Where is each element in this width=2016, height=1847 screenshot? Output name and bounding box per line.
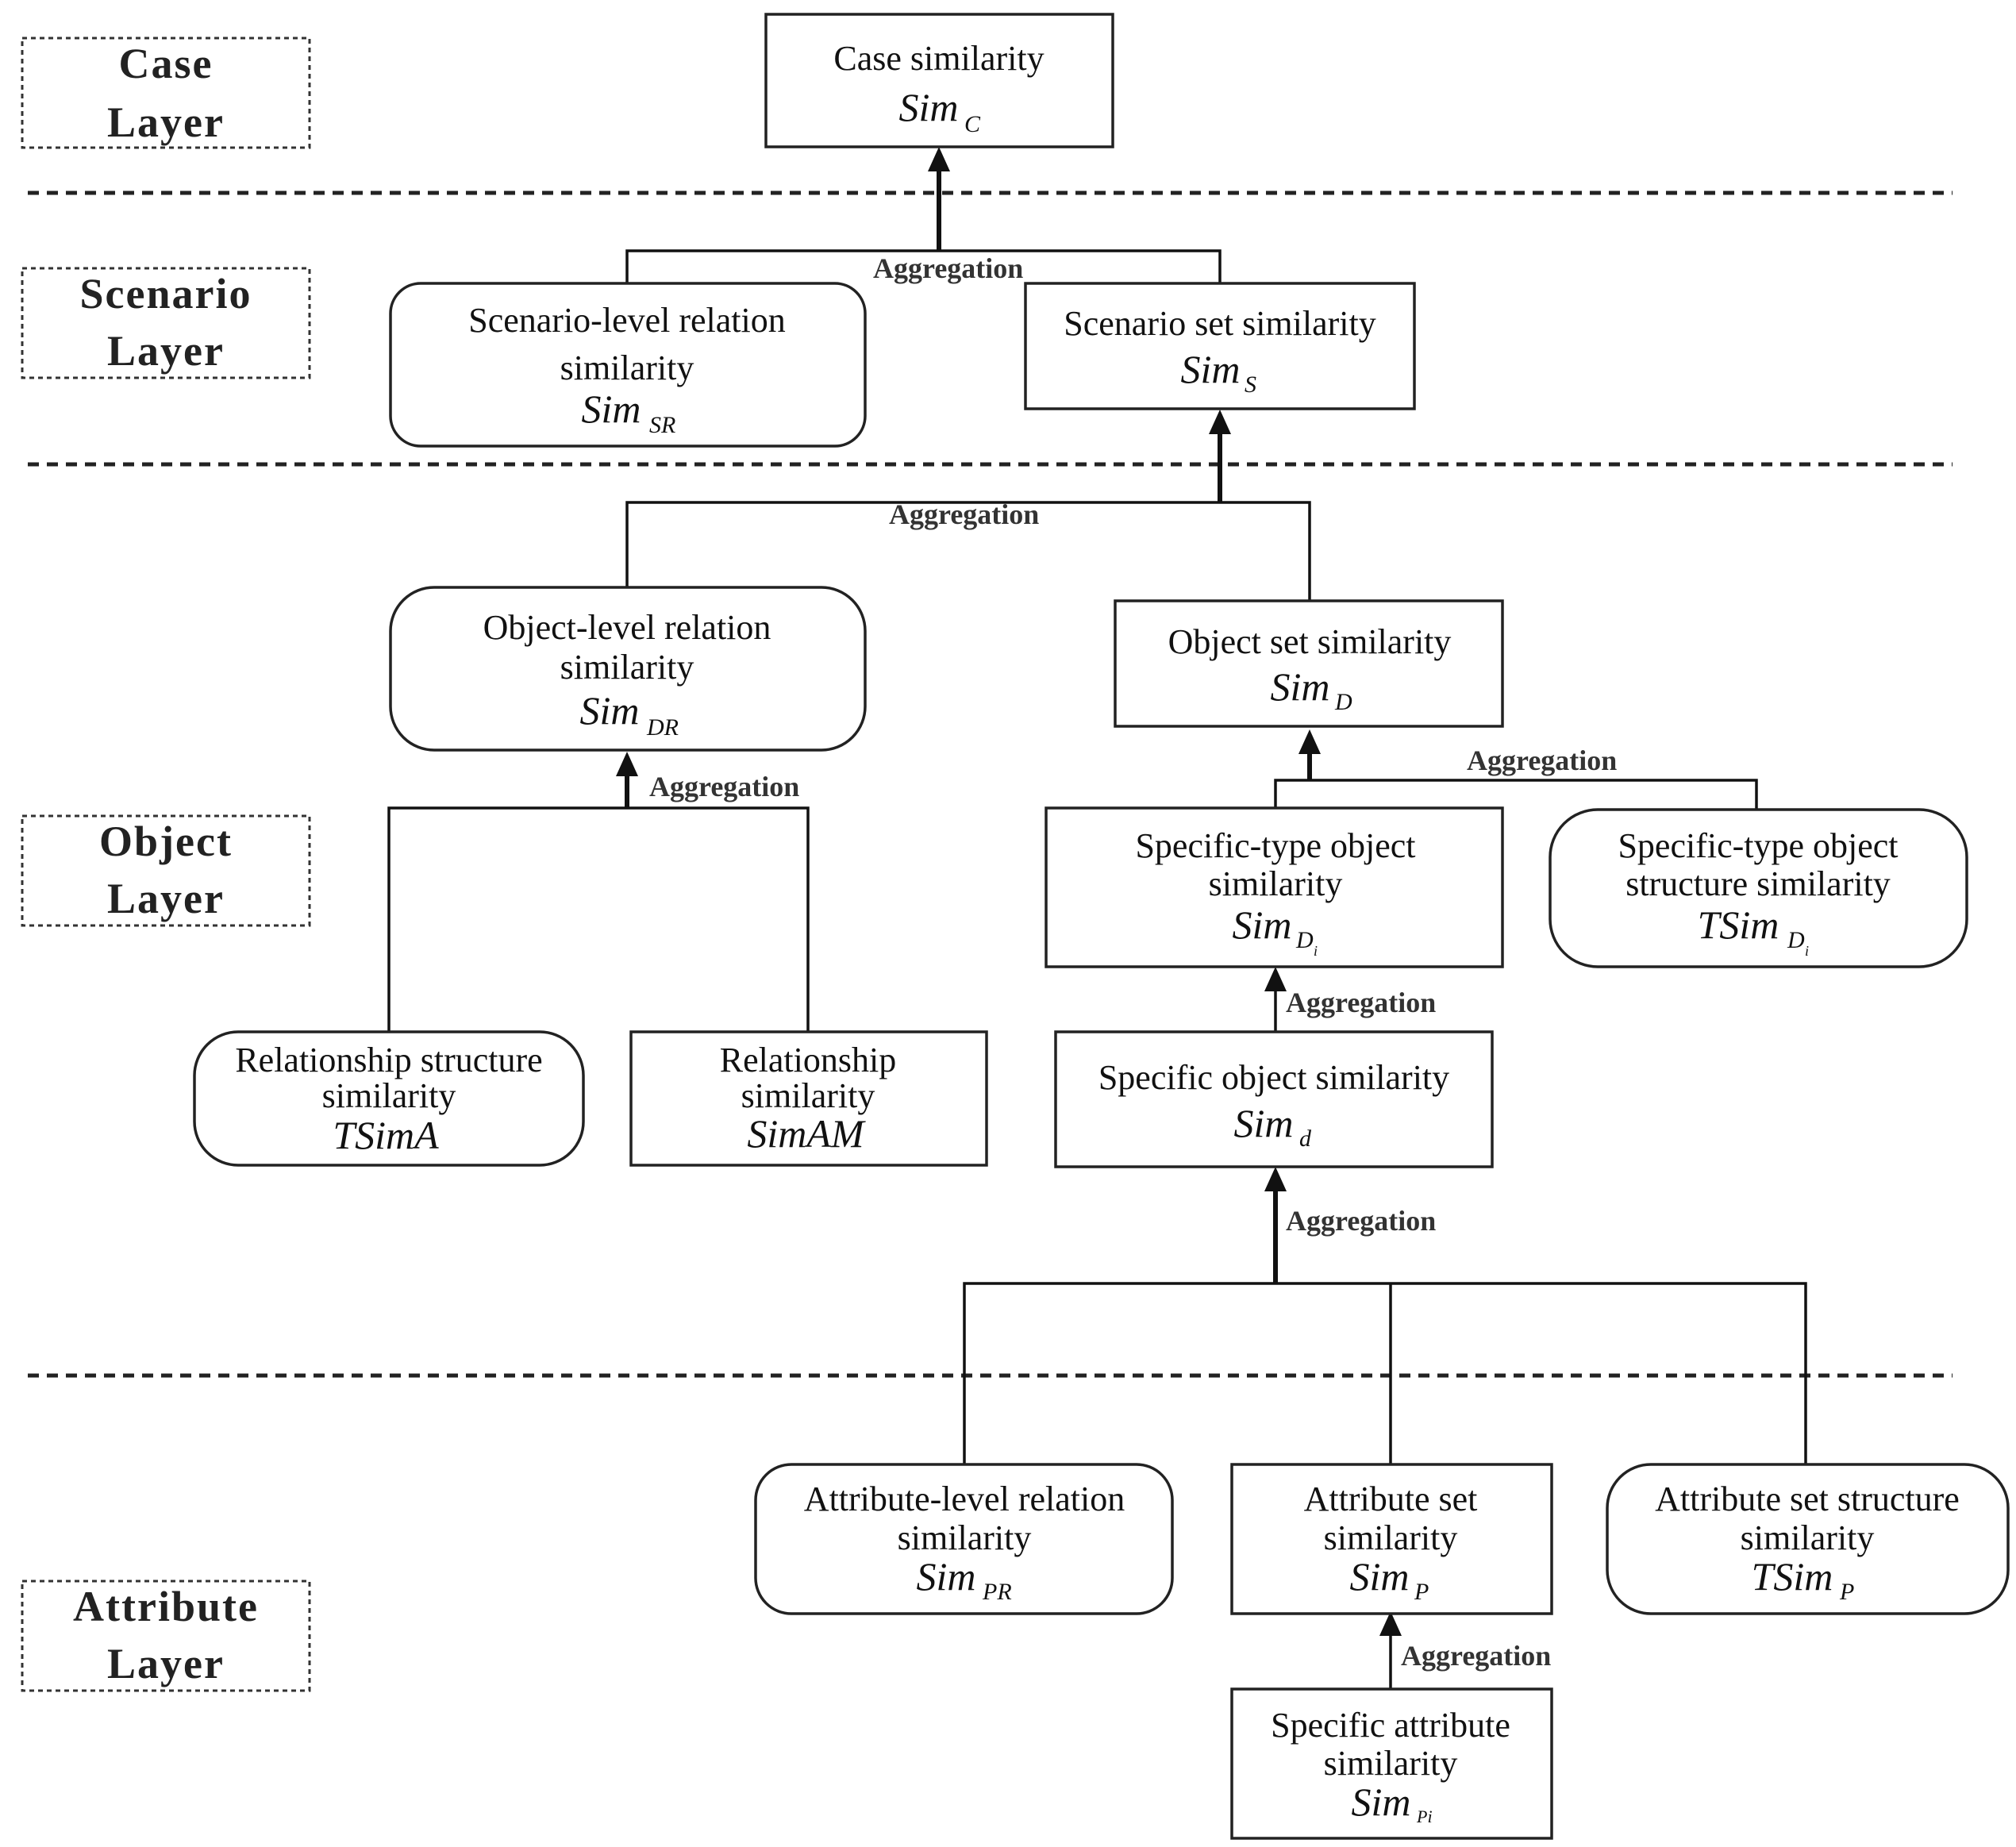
node-title: structure similarity <box>1625 864 1891 903</box>
layer-label-line2: Layer <box>107 327 225 375</box>
node-symbol: Sim <box>1271 664 1330 709</box>
node-title: Relationship structure <box>235 1041 542 1079</box>
node-specific-attribute-similarity: Specific attribute similarity Sim Pi <box>1230 1687 1553 1840</box>
node-symbol: Sim <box>582 387 641 431</box>
node-subscript: S <box>1245 371 1256 398</box>
node-case-similarity: Case similarity Sim C <box>764 13 1114 148</box>
node-subsubscript: i <box>1314 943 1318 959</box>
node-title: Attribute set structure <box>1655 1480 1960 1518</box>
layer-label-line1: Case <box>119 40 214 87</box>
node-title: Scenario set similarity <box>1064 304 1375 343</box>
node-title: Attribute set <box>1304 1480 1478 1518</box>
node-symbol: TSim <box>1698 902 1779 947</box>
node-title: similarity <box>1324 1518 1458 1557</box>
layer-label-line1: Attribute <box>73 1583 259 1630</box>
node-specific-type-object-similarity: Specific-type object similarity Sim D i <box>1045 806 1504 968</box>
node-title: Scenario-level relation <box>468 301 785 340</box>
node-title: Specific object similarity <box>1098 1058 1449 1097</box>
node-symbol: TSimA <box>333 1113 439 1157</box>
node-title: similarity <box>1741 1518 1875 1557</box>
node-relationship-similarity: Relationship similarity SimAM <box>629 1030 988 1167</box>
aggregation-label: Aggregation <box>873 252 1023 284</box>
node-symbol: SimAM <box>747 1111 866 1156</box>
node-relationship-structure-similarity: Relationship structure similarity TSimA <box>193 1030 585 1167</box>
node-title: similarity <box>1209 864 1343 903</box>
node-scenario-set-similarity: Scenario set similarity Sim S <box>1024 282 1416 410</box>
node-object-set-similarity: Object set similarity Sim D <box>1114 599 1504 728</box>
node-subscript: D <box>1295 927 1314 953</box>
node-title: similarity <box>1324 1744 1458 1783</box>
layer-label-line1: Scenario <box>80 270 252 317</box>
layer-label-object: Object Layer <box>21 814 311 927</box>
node-title: similarity <box>898 1518 1032 1557</box>
node-title: Object-level relation <box>483 608 771 647</box>
node-symbol: Sim <box>899 85 959 129</box>
aggregation-label: Aggregation <box>649 771 799 802</box>
aggregation-label: Aggregation <box>1286 1205 1436 1237</box>
layer-label-line2: Layer <box>107 1640 225 1687</box>
node-subscript: C <box>964 111 981 137</box>
aggregation-label: Aggregation <box>1467 745 1617 776</box>
node-subscript: PR <box>982 1579 1012 1605</box>
node-subscript: D <box>1334 689 1352 715</box>
node-scenario-level-relation-similarity: Scenario-level relation similarity Sim S… <box>389 282 867 448</box>
node-symbol: TSim <box>1752 1554 1833 1599</box>
node-title: similarity <box>560 648 694 687</box>
node-attribute-set-similarity: Attribute set similarity Sim P <box>1230 1463 1553 1615</box>
node-subscript: DR <box>646 714 679 741</box>
node-attribute-set-structure-similarity: Attribute set structure similarity TSim … <box>1606 1463 2010 1615</box>
layer-label-case: Case Layer <box>21 37 311 149</box>
node-subscript: P <box>1414 1579 1429 1605</box>
node-title: similarity <box>322 1076 456 1115</box>
node-subscript: d <box>1299 1126 1312 1152</box>
layer-label-scenario: Scenario Layer <box>21 267 311 379</box>
node-symbol: Sim <box>580 688 640 733</box>
layer-label-line1: Object <box>99 818 233 865</box>
node-symbol: Sim <box>1350 1554 1410 1599</box>
aggregation-label: Aggregation <box>889 498 1039 530</box>
node-attribute-level-relation-similarity: Attribute-level relation similarity Sim … <box>754 1463 1174 1615</box>
node-subscript: Pi <box>1416 1807 1433 1826</box>
node-object-level-relation-similarity: Object-level relation similarity Sim DR <box>389 586 867 752</box>
node-title: Object set similarity <box>1168 622 1452 661</box>
node-symbol: Sim <box>917 1554 976 1599</box>
node-title: Specific-type object <box>1618 826 1898 865</box>
aggregation-label: Aggregation <box>1401 1640 1551 1672</box>
node-symbol: Sim <box>1233 902 1292 947</box>
node-title: similarity <box>741 1076 875 1115</box>
node-symbol: Sim <box>1234 1101 1294 1145</box>
node-symbol: Sim <box>1181 347 1241 391</box>
node-subscript: D <box>1787 927 1805 953</box>
layer-label-line2: Layer <box>107 98 225 146</box>
connectors <box>387 147 1807 1689</box>
node-title: Specific attribute <box>1271 1706 1510 1745</box>
node-title: Relationship <box>720 1041 896 1079</box>
node-subscript: P <box>1839 1579 1854 1605</box>
node-specific-object-similarity: Specific object similarity Sim d <box>1054 1030 1494 1168</box>
node-subscript: SR <box>649 412 675 438</box>
node-title: Case similarity <box>833 39 1044 78</box>
node-title: similarity <box>560 348 694 387</box>
layer-label-line2: Layer <box>107 875 225 922</box>
node-title: Attribute-level relation <box>804 1480 1125 1518</box>
node-symbol: Sim <box>1352 1780 1411 1824</box>
node-title: Specific-type object <box>1135 826 1415 865</box>
layer-label-attribute: Attribute Layer <box>21 1580 311 1692</box>
aggregation-label: Aggregation <box>1286 987 1436 1018</box>
node-specific-type-object-structure-similarity: Specific-type object structure similarit… <box>1549 808 1968 968</box>
node-subsubscript: i <box>1805 943 1809 959</box>
